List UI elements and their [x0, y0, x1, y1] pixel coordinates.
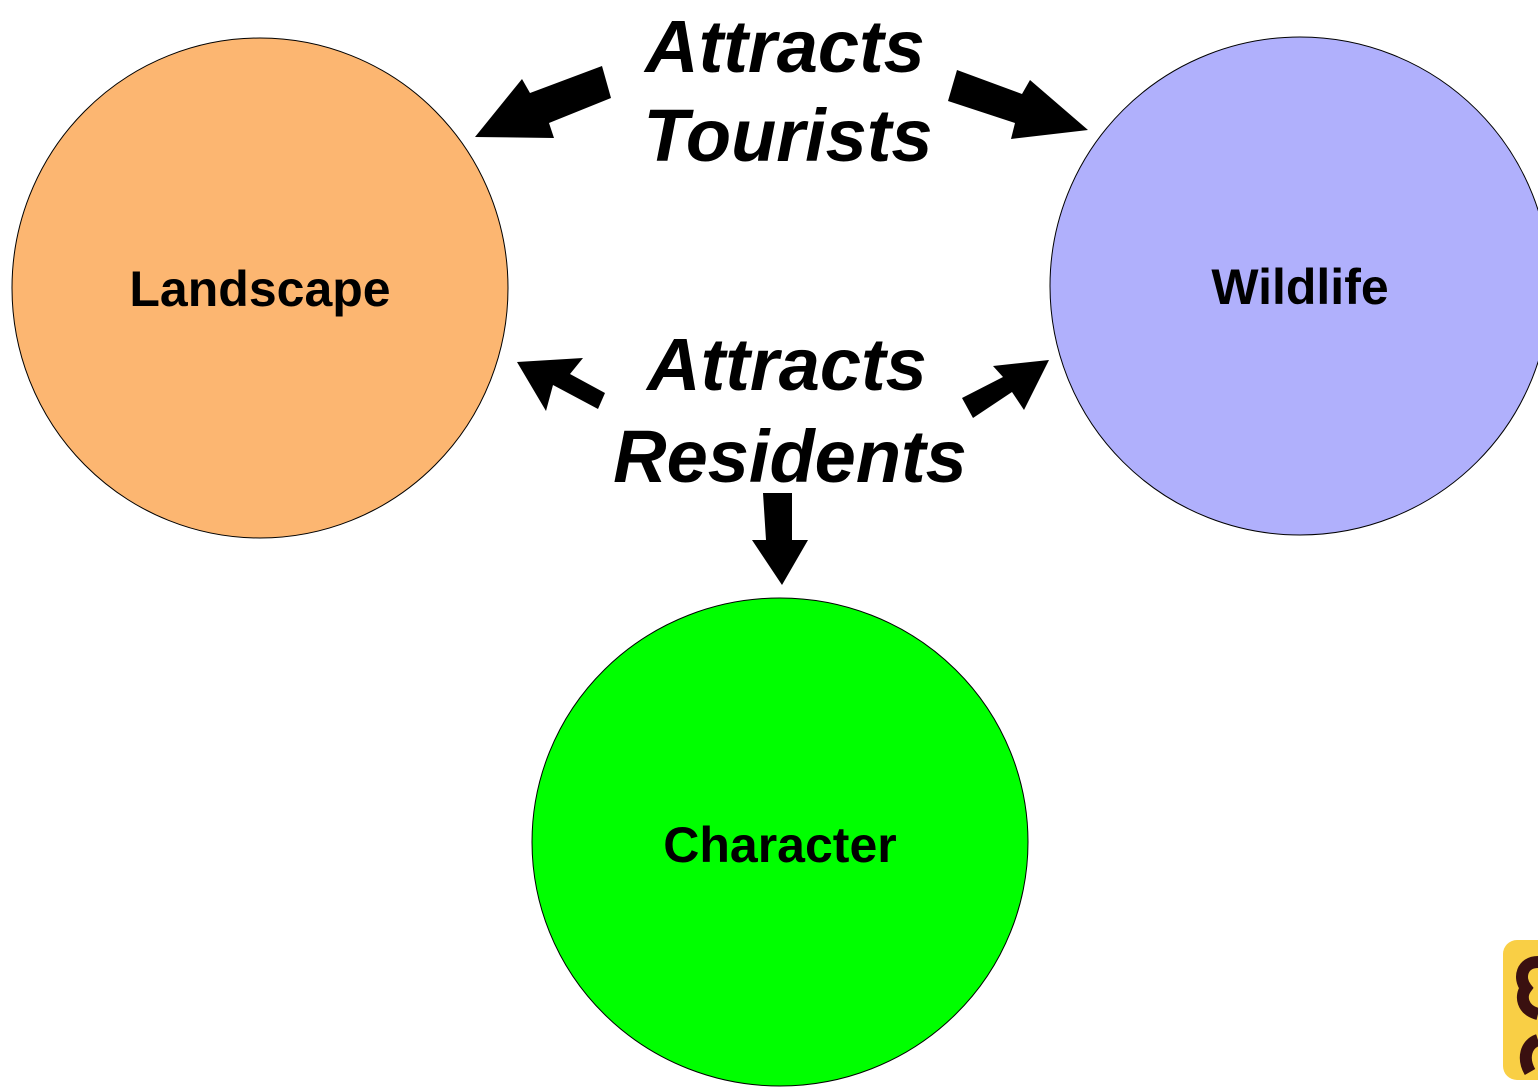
- residents-line1: Attracts: [645, 323, 927, 406]
- arrow-residents-to-landscape: [517, 358, 605, 411]
- relation-tourists: Attracts Tourists: [643, 5, 932, 177]
- arrow-residents-to-character: [752, 493, 808, 585]
- landscape-circle: [11, 37, 509, 539]
- corner-badge: [1503, 940, 1538, 1080]
- arrow-residents-to-wildlife: [962, 360, 1049, 418]
- wildlife-circle: [1049, 36, 1538, 536]
- arrow-tourists-to-wildlife: [948, 70, 1088, 139]
- residents-line2: Residents: [613, 415, 967, 498]
- wildlife-label: Wildlife: [1211, 259, 1388, 315]
- character-label: Character: [663, 817, 896, 873]
- tourists-line1: Attracts: [643, 5, 925, 88]
- arrows: [475, 66, 1088, 585]
- node-landscape: Landscape: [11, 37, 509, 539]
- tourists-line2: Tourists: [643, 94, 932, 177]
- node-character: Character: [531, 597, 1029, 1087]
- character-circle: [531, 597, 1029, 1087]
- arrow-tourists-to-landscape: [475, 66, 611, 138]
- node-wildlife: Wildlife: [1049, 36, 1538, 536]
- corner-badge-mark: [1516, 956, 1538, 1020]
- corner-badge-mark-2: [1519, 1034, 1538, 1075]
- relation-residents: Attracts Residents: [613, 323, 967, 498]
- landscape-label: Landscape: [129, 261, 390, 317]
